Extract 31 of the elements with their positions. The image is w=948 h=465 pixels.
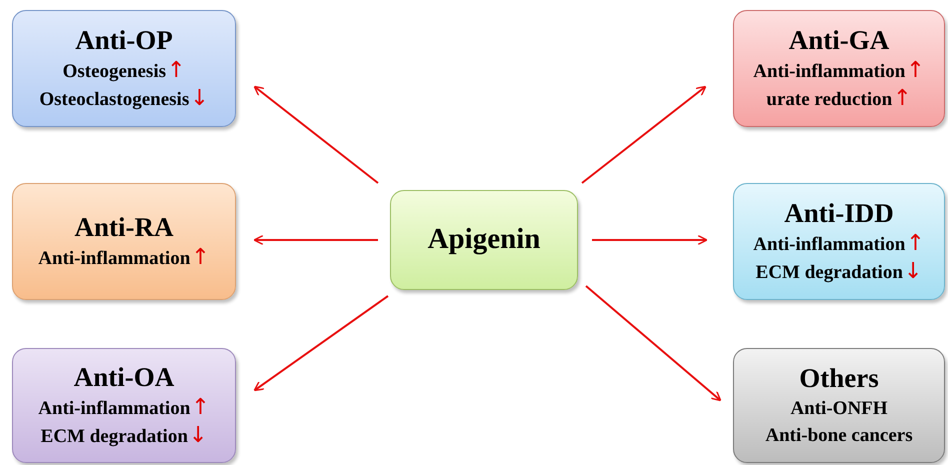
box-heading: Anti-GA — [788, 25, 890, 56]
arrow — [253, 234, 378, 246]
box-heading: Anti-RA — [74, 212, 174, 244]
effect-text: Anti-inflammation↑ — [38, 397, 210, 422]
arrow — [254, 86, 379, 184]
rounded-box — [390, 190, 578, 290]
arrow — [585, 285, 722, 402]
effect-text: Anti-inflammation↑ — [753, 60, 925, 84]
rounded-box — [12, 348, 236, 463]
effect-text: Anti-bone cancers — [765, 425, 913, 448]
rounded-box — [12, 10, 236, 127]
arrow — [254, 295, 389, 392]
rounded-box — [733, 183, 945, 300]
effect-text: Anti-ONFH — [790, 398, 888, 422]
effect-text: Osteoclastogenesis↓ — [39, 88, 209, 112]
effect-text: Osteogenesis↑ — [62, 60, 186, 84]
box-heading: Apigenin — [428, 223, 540, 257]
box-heading: Anti-OA — [74, 362, 174, 394]
box-heading: Anti-IDD — [784, 198, 894, 230]
rounded-box — [733, 10, 945, 127]
arrow — [581, 86, 706, 184]
box-heading: Anti-OP — [75, 25, 173, 56]
effect-text: urate reduction↑ — [766, 88, 912, 112]
effect-text: Anti-inflammation↑ — [38, 247, 210, 271]
effect-text: ECM degradation↓ — [756, 261, 922, 285]
box-heading: Others — [799, 363, 879, 394]
effect-text: ECM degradation↓ — [40, 425, 208, 449]
rounded-box — [12, 183, 236, 300]
rounded-box — [733, 348, 945, 463]
arrow — [592, 234, 708, 246]
effect-text: Anti-inflammation↑ — [753, 233, 925, 258]
